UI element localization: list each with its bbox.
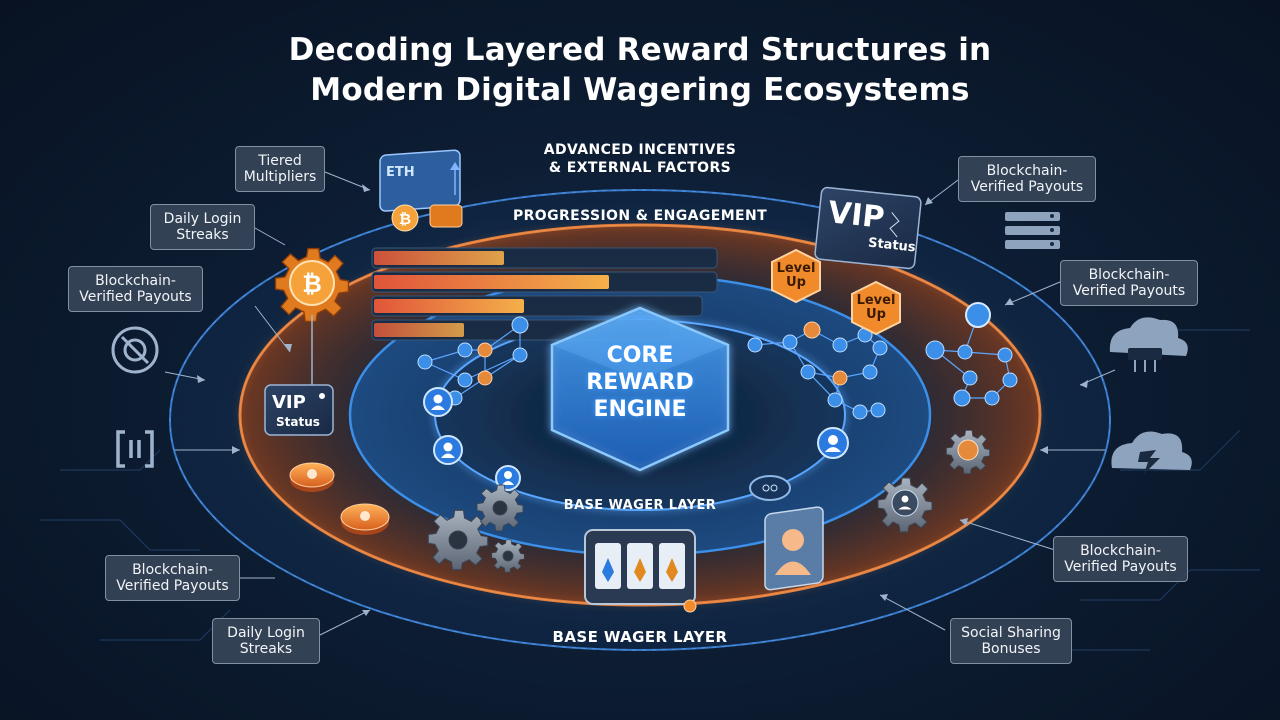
gear-icon — [427, 509, 489, 571]
callout-line-2: Multipliers — [243, 169, 317, 185]
callout-line-2: Verified Payouts — [1064, 559, 1177, 575]
callout-tiered-multipliers: Tiered Multipliers — [235, 146, 325, 192]
callout-line-1: Blockchain- — [986, 163, 1068, 179]
callout-arrowheads — [197, 184, 1088, 616]
network-nodes-left — [417, 316, 529, 406]
bitcoin-gear-icon: ₿ — [274, 247, 350, 385]
callout-line-1: Daily Login — [163, 211, 242, 227]
network-nodes-right — [747, 321, 888, 420]
advanced-incentives-label: ADVANCED INCENTIVES & EXTERNAL FACTORS — [500, 141, 780, 177]
user-icon — [423, 387, 453, 417]
callout-line-2: Verified Payouts — [970, 179, 1084, 195]
user-icon — [495, 465, 521, 491]
user-profile-card — [764, 506, 824, 591]
outer-ring-highlight — [169, 189, 1111, 651]
callout-line-1: Social Sharing — [961, 625, 1061, 641]
level-up-1-line-1: Level — [776, 261, 816, 276]
level-up-2-line-2: Up — [866, 307, 886, 322]
core-line-1: CORE — [606, 343, 674, 368]
slot-machine-icon — [584, 529, 697, 613]
base-wager-layer-inner-label: BASE WAGER LAYER — [563, 498, 717, 513]
callout-line-2: Streaks — [176, 227, 229, 243]
callout-blockchain-payouts-right-3: Blockchain- Verified Payouts — [1053, 536, 1188, 582]
callout-blockchain-payouts-left-top: Blockchain- Verified Payouts — [68, 266, 203, 312]
callout-line-1: Tiered — [258, 153, 302, 169]
callout-daily-login-streaks-top: Daily Login Streaks — [150, 204, 255, 250]
target-icon — [111, 326, 159, 374]
core-line-3: ENGINE — [593, 397, 687, 422]
callout-connectors — [164, 171, 1116, 636]
callout-line-1: Blockchain- — [1088, 267, 1170, 283]
level-up-badge-1-text: Level Up — [771, 262, 821, 290]
callout-daily-login-streaks-bottom: Daily Login Streaks — [212, 618, 320, 664]
coin-icon — [340, 503, 390, 535]
bracket-chip-icon — [116, 430, 154, 468]
callout-line-1: Blockchain- — [1080, 543, 1161, 559]
coin-icon — [289, 462, 335, 492]
level-up-1-line-2: Up — [786, 275, 806, 290]
core-line-2: REWARD — [586, 370, 694, 395]
gear-user-icon — [946, 429, 990, 475]
diagram-title: Decoding Layered Reward Structures in Mo… — [0, 30, 1280, 110]
user-icon — [433, 435, 463, 465]
network-nodes-outer-right — [925, 302, 1018, 407]
callout-line-1: Blockchain- — [95, 273, 176, 289]
advanced-incentives-line-1: ADVANCED INCENTIVES — [543, 142, 737, 158]
callout-blockchain-payouts-right-1: Blockchain- Verified Payouts — [958, 156, 1096, 202]
title-line-1: Decoding Layered Reward Structures in — [288, 32, 992, 68]
callout-line-1: Blockchain- — [132, 562, 213, 578]
server-icon — [1005, 212, 1060, 249]
wallet-icon: ₿ — [379, 149, 463, 232]
gear-icon — [877, 477, 933, 533]
level-up-badge-2-text: Level Up — [851, 294, 901, 322]
vip-status-card-left — [264, 384, 334, 436]
core-reward-engine-label: CORE REWARD ENGINE — [555, 342, 725, 423]
callout-line-2: Verified Payouts — [79, 289, 192, 305]
core-reward-engine — [550, 306, 730, 472]
cloud-icon — [1109, 317, 1188, 372]
cloud-icon — [1111, 431, 1192, 474]
callout-blockchain-payouts-left-bottom: Blockchain- Verified Payouts — [105, 555, 240, 601]
callout-social-sharing-bonuses: Social Sharing Bonuses — [950, 618, 1072, 664]
callout-line-2: Verified Payouts — [1072, 283, 1186, 299]
level-up-badge — [851, 280, 901, 336]
base-wager-layer-bottom-label: BASE WAGER LAYER — [552, 628, 728, 646]
callout-blockchain-payouts-right-2: Blockchain- Verified Payouts — [1060, 260, 1198, 306]
progress-bars — [371, 247, 718, 341]
gear-icon — [491, 539, 525, 573]
vip-left-small: Status — [276, 415, 320, 429]
callout-line-1: Daily Login — [227, 625, 305, 641]
advanced-incentives-line-2: & EXTERNAL FACTORS — [548, 160, 732, 176]
gear-icon — [476, 484, 524, 532]
vip-right-big: VIP — [826, 195, 887, 236]
progression-engagement-label: PROGRESSION & ENGAGEMENT — [512, 208, 768, 224]
svg-text:₿: ₿ — [399, 210, 411, 228]
link-icon — [749, 475, 791, 501]
vip-left-big: VIP — [272, 392, 306, 413]
vip-status-card-right — [814, 186, 922, 270]
level-up-2-line-1: Level — [856, 293, 896, 308]
user-icon — [817, 427, 849, 459]
svg-text:₿: ₿ — [302, 270, 322, 298]
callout-line-2: Bonuses — [981, 641, 1041, 657]
level-up-badge — [771, 248, 821, 304]
title-line-2: Modern Digital Wagering Ecosystems — [310, 72, 970, 108]
callout-line-2: Verified Payouts — [116, 578, 229, 594]
wallet-label: ETH — [386, 165, 415, 180]
callout-line-2: Streaks — [239, 641, 293, 657]
